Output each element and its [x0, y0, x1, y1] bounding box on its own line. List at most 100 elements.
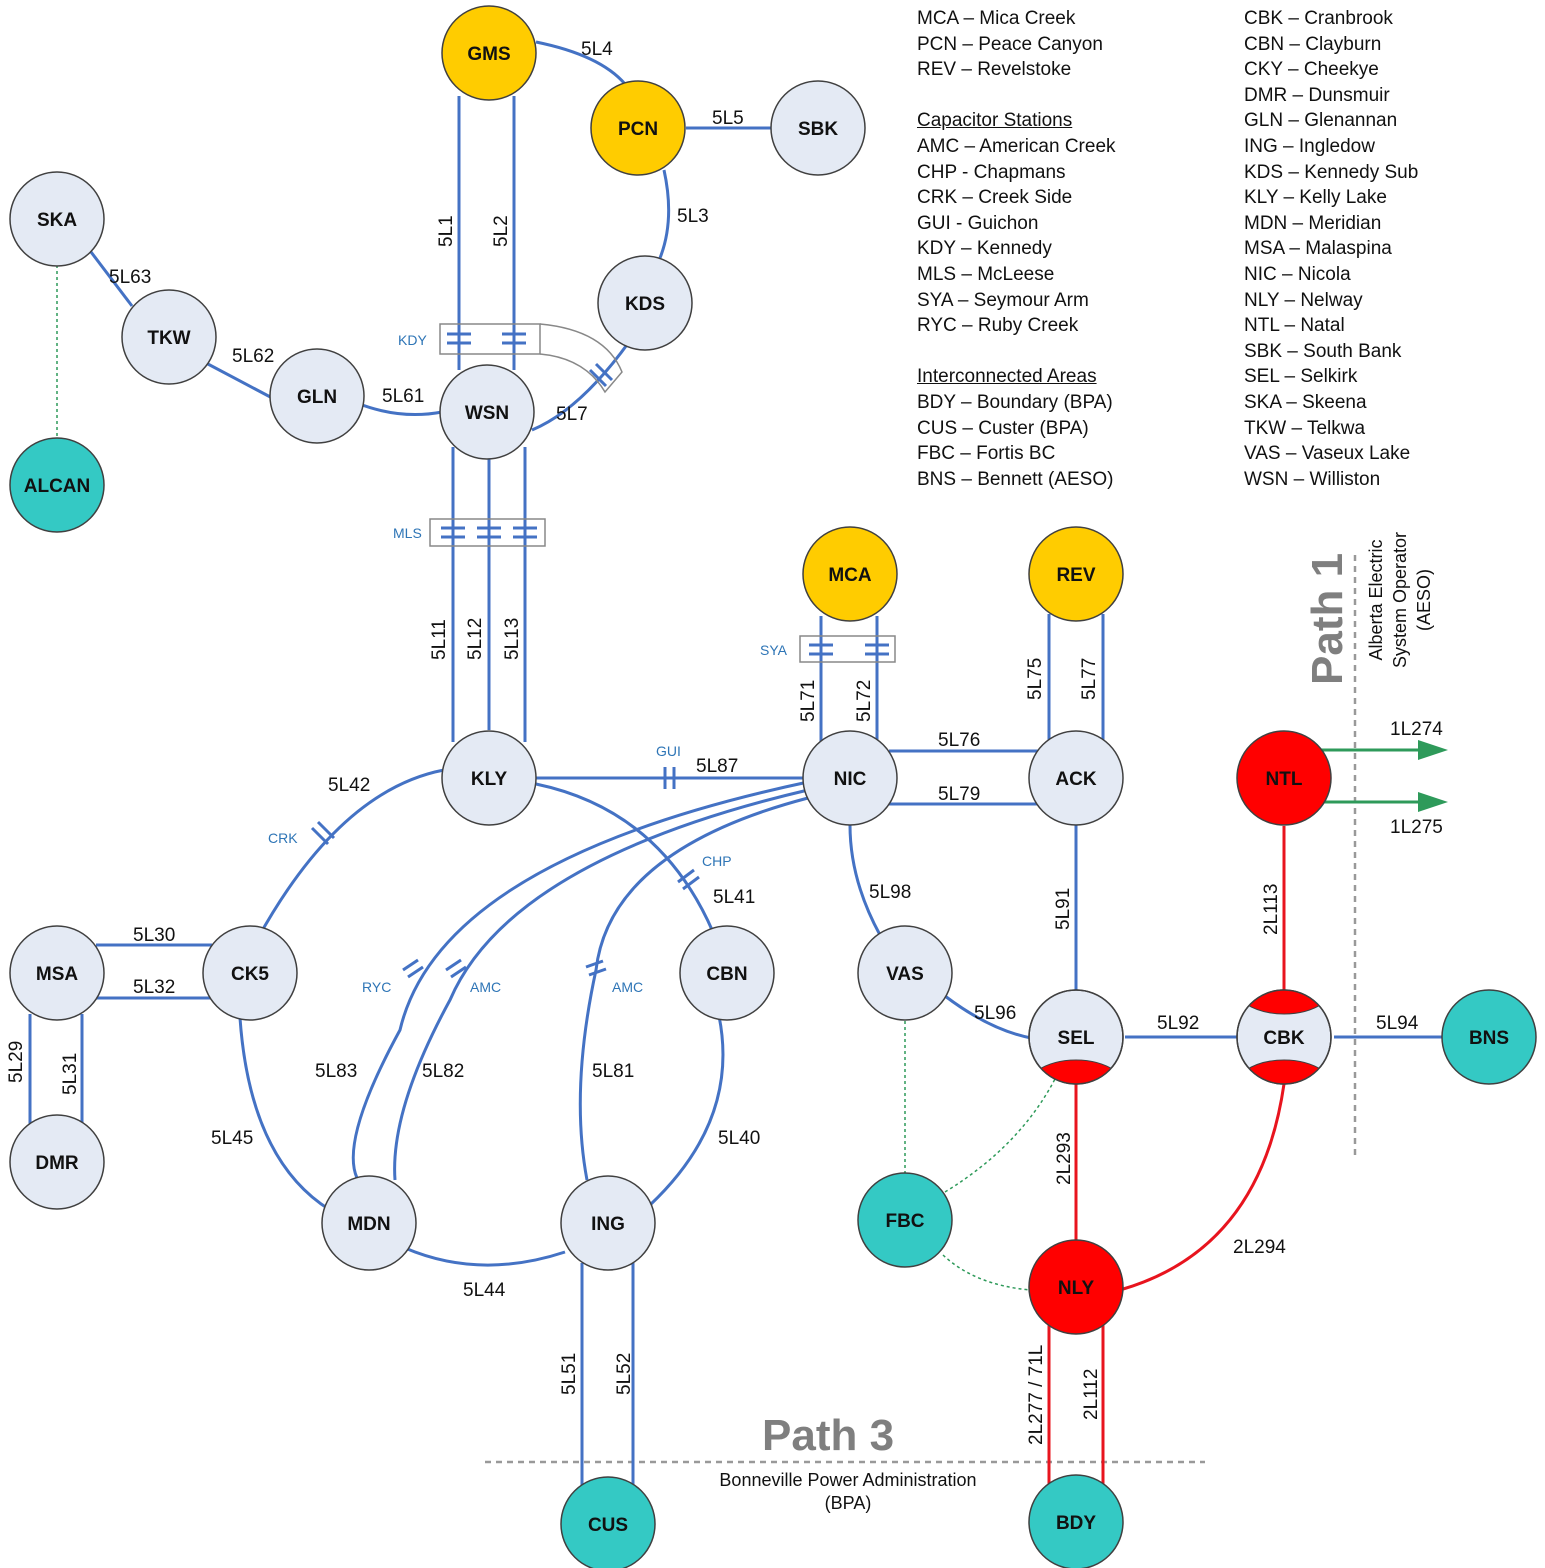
- station-label: PCN: [618, 119, 658, 140]
- label-5L63: 5L63: [109, 267, 151, 288]
- line-5L3: [658, 169, 671, 259]
- station-circle: [202, 925, 298, 1021]
- label-2L294: 2L294: [1233, 1237, 1286, 1258]
- arrow-1L275-head: [1418, 792, 1448, 812]
- line-5L63: [86, 247, 134, 307]
- label-5L94: 5L94: [1376, 1013, 1419, 1034]
- legend-left: MCA – Mica Creek PCN – Peace Canyon REV …: [917, 6, 1116, 492]
- legend-sub-9: MSA – Malaspina: [1244, 238, 1392, 260]
- station-label: ING: [591, 1214, 625, 1235]
- label-5L32: 5L32: [133, 977, 175, 998]
- line-labels: 5L4 5L5 5L3 5L1 5L2 5L63 5L62 5L61 5L7 5…: [6, 39, 1443, 1445]
- legend-sub-17: VAS – Vaseux Lake: [1244, 443, 1411, 465]
- station-outline: [1028, 989, 1124, 1085]
- mls-box: [429, 518, 546, 547]
- station-ck5: CK5: [202, 925, 298, 1021]
- station-label: REV: [1056, 565, 1095, 586]
- station-sbk: SBK: [770, 80, 866, 176]
- path1-subtitle-line-2: System Operator: [1390, 532, 1410, 668]
- legend-int-1: CUS – Custer (BPA): [917, 417, 1089, 439]
- station-circle: [441, 730, 537, 826]
- path-labels: Path 1 Alberta Electric System Operator …: [719, 532, 1434, 1513]
- label-5L76: 5L76: [938, 730, 980, 751]
- path1-title: Path 1: [1303, 553, 1352, 685]
- label-5L45: 5L45: [211, 1128, 253, 1149]
- label-5L92: 5L92: [1157, 1013, 1199, 1034]
- lines-500kv: [28, 40, 1442, 1485]
- station-gln: GLN: [269, 348, 365, 444]
- label-5L62: 5L62: [232, 346, 274, 367]
- station-ska: SKA: [9, 171, 105, 267]
- station-cap-bottom: [1237, 1059, 1331, 1084]
- line-5L40: [648, 1015, 725, 1207]
- station-circle: [439, 364, 535, 460]
- legend-gen-0: MCA – Mica Creek: [917, 8, 1076, 29]
- label-5L31: 5L31: [60, 1053, 81, 1095]
- label-5L71: 5L71: [798, 680, 819, 722]
- station-gms: GMS: [441, 5, 537, 101]
- legend-sub-0: CBK – Cranbrook: [1244, 8, 1393, 29]
- station-circle: [1028, 1474, 1124, 1568]
- legend-gen-1: PCN – Peace Canyon: [917, 33, 1103, 55]
- legend-sub-13: SBK – South Bank: [1244, 340, 1402, 362]
- label-1L275: 1L275: [1390, 817, 1443, 838]
- station-bns: BNS: [1441, 989, 1537, 1085]
- line-5L41: [535, 782, 715, 933]
- tie-fbc-sel: [944, 1059, 1065, 1193]
- line-5L4: [535, 40, 627, 85]
- legend-sub-3: DMR – Dunsmuir: [1244, 84, 1390, 106]
- legend-sub-18: WSN – Williston: [1244, 468, 1381, 490]
- label-5L41: 5L41: [713, 887, 755, 908]
- station-label: MDN: [347, 1214, 390, 1235]
- path1-subtitle-line-3: (AESO): [1414, 569, 1434, 631]
- station-circle: [9, 925, 105, 1021]
- station-ntl: NTL: [1236, 730, 1332, 826]
- label-5L7: 5L7: [556, 404, 588, 425]
- label-5L3: 5L3: [677, 206, 709, 227]
- label-2L112: 2L112: [1081, 1369, 1102, 1420]
- station-label: MCA: [828, 565, 872, 586]
- line-5L82: [393, 788, 809, 1181]
- label-5L96: 5L96: [974, 1003, 1016, 1024]
- line-5L83: [351, 780, 809, 1179]
- label-5L11: 5L11: [429, 619, 450, 660]
- label-2L113: 2L113: [1261, 884, 1282, 935]
- station-label: KLY: [471, 769, 508, 790]
- station-circle: [9, 1114, 105, 1210]
- path3-subtitle-line-1: Bonneville Power Administration: [719, 1470, 976, 1490]
- label-5L82: 5L82: [422, 1061, 464, 1082]
- label-5L5: 5L5: [712, 108, 744, 129]
- station-circle: [857, 1172, 953, 1268]
- label-5L51: 5L51: [559, 1353, 580, 1395]
- label-5L30: 5L30: [133, 925, 175, 946]
- tie-fbc-nly: [942, 1254, 1031, 1291]
- station-circle: [597, 255, 693, 351]
- station-label: WSN: [465, 403, 509, 424]
- label-5L87: 5L87: [696, 756, 738, 777]
- station-ack: ACK: [1028, 730, 1124, 826]
- station-label: MSA: [36, 964, 79, 985]
- arrow-1L274-head: [1418, 740, 1448, 760]
- legend-sub-11: NLY – Nelway: [1244, 289, 1363, 311]
- path3-title: Path 3: [762, 1411, 894, 1460]
- line-5L42: [256, 768, 445, 939]
- capacitor-labels: KDY MLS SYA GUI CRK CHP RYC AMC AMC: [268, 332, 788, 995]
- label-5L12: 5L12: [465, 618, 486, 660]
- cap-label-kdy: KDY: [398, 332, 427, 348]
- legend-sub-1: CBN – Clayburn: [1244, 33, 1382, 55]
- station-label: GMS: [467, 44, 510, 65]
- station-circle: [1441, 989, 1537, 1085]
- station-label: ALCAN: [24, 476, 91, 497]
- station-circle: [121, 289, 217, 385]
- station-label: TKW: [147, 328, 190, 349]
- station-cbn: CBN: [679, 925, 775, 1021]
- station-mca: MCA: [802, 526, 898, 622]
- legend-interconnected-heading: Interconnected Areas: [917, 366, 1097, 388]
- station-circle: [269, 348, 365, 444]
- station-label: BNS: [1469, 1028, 1509, 1049]
- station-label: VAS: [886, 964, 924, 985]
- station-ing: ING: [560, 1175, 656, 1271]
- label-5L81: 5L81: [592, 1061, 634, 1082]
- legend-sub-6: KDS – Kennedy Sub: [1244, 161, 1419, 183]
